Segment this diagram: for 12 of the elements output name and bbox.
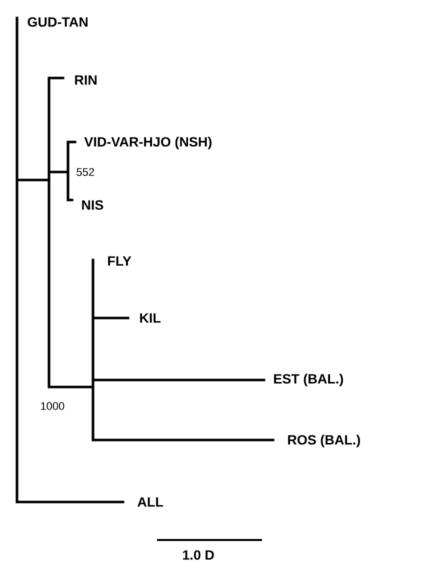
taxon-label: ROS (BAL.) — [288, 434, 360, 448]
scale-label: 1.0 D — [183, 550, 214, 560]
taxon-label: NIS — [82, 200, 104, 210]
taxon-label: GUD-TAN — [28, 17, 88, 27]
taxon-label: FLY — [108, 256, 132, 266]
support-value: 1000 — [41, 402, 64, 410]
taxon-label: RIN — [75, 75, 97, 85]
taxon-label: ALL — [138, 497, 164, 507]
taxon-label: KIL — [140, 313, 161, 323]
taxon-label: EST (BAL.) — [274, 374, 343, 386]
taxon-label: VID-VAR-HJO (NSH) — [84, 136, 212, 150]
support-value: 552 — [76, 168, 94, 176]
